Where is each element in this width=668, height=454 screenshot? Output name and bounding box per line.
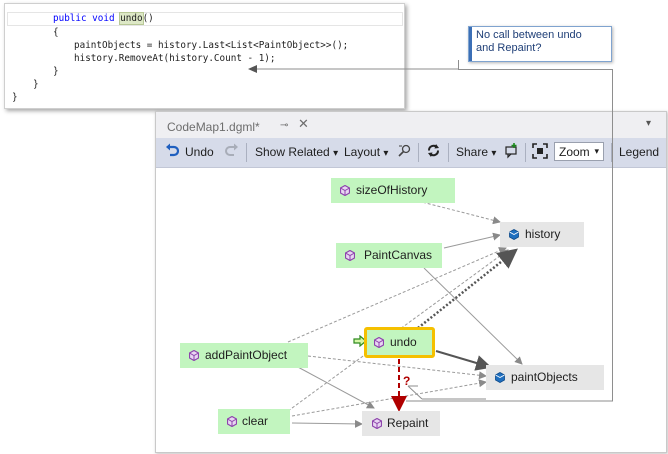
- tab-codemap1[interactable]: CodeMap1.dgml* ⊸ ✕: [157, 115, 317, 138]
- node-label: Repaint: [387, 416, 429, 430]
- code-line: {: [53, 27, 59, 38]
- tab-title: CodeMap1.dgml*: [167, 120, 260, 134]
- node-undo[interactable]: undo: [364, 327, 435, 358]
- link-addpaintobject-history: [287, 247, 507, 343]
- comment-connector: [612, 70, 613, 401]
- code-map-window: CodeMap1.dgml* ⊸ ✕ ▾ Undo Show Related ▾…: [155, 111, 667, 453]
- missing-call-question-mark: ?: [403, 374, 411, 388]
- undo-button[interactable]: Undo: [185, 145, 214, 159]
- toolbar-separator: [418, 143, 419, 162]
- dependency-graph-canvas[interactable]: sizeOfHistory history PaintCanvas undo a…: [156, 168, 666, 452]
- layout-button[interactable]: Layout ▾: [344, 145, 388, 159]
- node-label: clear: [242, 414, 269, 428]
- callout-text-line: No call between undo: [476, 29, 582, 41]
- chevron-down-icon: ▾: [491, 148, 497, 159]
- code-link-arrow: [248, 65, 458, 73]
- method-icon: [340, 185, 350, 196]
- comment-connector: [406, 400, 613, 402]
- toolbar-separator: [611, 143, 612, 162]
- code-line: }: [12, 92, 18, 103]
- callout-connector: [458, 60, 459, 70]
- undo-icon[interactable]: [165, 143, 180, 162]
- callout-text-line: and Repaint?: [476, 42, 542, 54]
- node-history[interactable]: history: [500, 222, 584, 247]
- link-sizeofhistory-history: [417, 200, 501, 225]
- node-paintcanvas[interactable]: PaintCanvas: [336, 243, 442, 268]
- share-label: Share: [456, 145, 489, 159]
- current-line-highlight: [7, 12, 403, 26]
- code-line: history.RemoveAt(history.Count - 1);: [74, 53, 276, 64]
- node-label: history: [525, 227, 561, 241]
- zoom-select[interactable]: Zoom ▾: [554, 142, 604, 161]
- comment-callout[interactable]: No call between undo and Repaint?: [468, 26, 612, 62]
- tab-overflow-icon[interactable]: ▾: [646, 118, 652, 129]
- code-line: }: [33, 79, 39, 90]
- node-label: sizeOfHistory: [356, 183, 428, 197]
- zoom-value: Zoom: [559, 145, 590, 159]
- show-related-label: Show Related: [255, 145, 330, 159]
- link-undo-paintobjects: [435, 350, 492, 371]
- pin-icon[interactable]: ⊸: [280, 120, 289, 131]
- node-addpaintobject[interactable]: addPaintObject: [180, 343, 308, 368]
- share-button[interactable]: Share ▾: [456, 145, 496, 159]
- chevron-down-icon: ▾: [333, 148, 339, 159]
- method-icon: [374, 337, 384, 348]
- method-icon: [372, 418, 382, 429]
- method-icon: [189, 350, 199, 361]
- node-label: PaintCanvas: [364, 248, 433, 262]
- chevron-down-icon: ▾: [383, 148, 389, 159]
- layout-label: Layout: [344, 145, 381, 159]
- link-addpaintobject-paintobjects: [307, 355, 487, 380]
- callout-text: No call between undo and Repaint?: [476, 29, 582, 55]
- node-repaint[interactable]: Repaint: [362, 411, 440, 436]
- zoom-to-fit-icon[interactable]: [532, 143, 548, 162]
- code-line-signature: public void undo(): [53, 12, 154, 25]
- toolbar-separator: [525, 143, 526, 162]
- code-map-toolbar: Undo Show Related ▾ Layout ▾ Share ▾ Zoo…: [156, 138, 666, 168]
- comment-connector: [458, 69, 613, 70]
- field-icon: [509, 229, 519, 240]
- entry-point-arrow-icon: [353, 335, 367, 347]
- refresh-icon[interactable]: [426, 143, 441, 161]
- code-parens: (): [142, 13, 154, 24]
- method-icon: [227, 416, 237, 427]
- node-paintobjects[interactable]: paintObjects: [486, 365, 604, 390]
- node-label: undo: [390, 335, 417, 349]
- chevron-down-icon: ▾: [594, 146, 599, 156]
- link-clear-repaint: [291, 419, 363, 428]
- legend-button[interactable]: Legend: [619, 145, 660, 159]
- field-icon: [495, 372, 505, 383]
- node-clear[interactable]: clear: [218, 409, 290, 434]
- method-icon: [345, 250, 355, 261]
- node-sizeofhistory[interactable]: sizeOfHistory: [331, 178, 455, 203]
- code-editor-snippet: public void undo() { paintObjects = hist…: [4, 3, 405, 109]
- callout-accent-bar: [469, 27, 472, 61]
- code-line: paintObjects = history.Last<List<PaintOb…: [74, 40, 349, 51]
- show-related-button[interactable]: Show Related ▾: [255, 145, 338, 159]
- toolbar-separator: [246, 143, 247, 162]
- node-label: paintObjects: [511, 370, 578, 384]
- code-method-name[interactable]: undo: [119, 12, 144, 25]
- link-addpaintobject-repaint: [295, 365, 375, 409]
- add-comment-icon[interactable]: [503, 143, 519, 162]
- comment-connector: [407, 385, 423, 400]
- toolbar-separator: [448, 143, 449, 162]
- link-paintcanvas-history: [443, 232, 501, 249]
- node-label: addPaintObject: [205, 348, 288, 362]
- link-paintcanvas-paintobjects: [423, 267, 523, 365]
- link-clear-paintobjects: [291, 379, 487, 417]
- document-tab-strip: CodeMap1.dgml* ⊸ ✕ ▾: [156, 112, 666, 138]
- code-keyword: public void: [53, 13, 121, 24]
- redo-icon[interactable]: [225, 143, 239, 162]
- link-undo-history: [417, 248, 518, 329]
- find-icon[interactable]: [398, 144, 412, 161]
- code-line: }: [53, 66, 59, 77]
- close-icon[interactable]: ✕: [298, 117, 309, 132]
